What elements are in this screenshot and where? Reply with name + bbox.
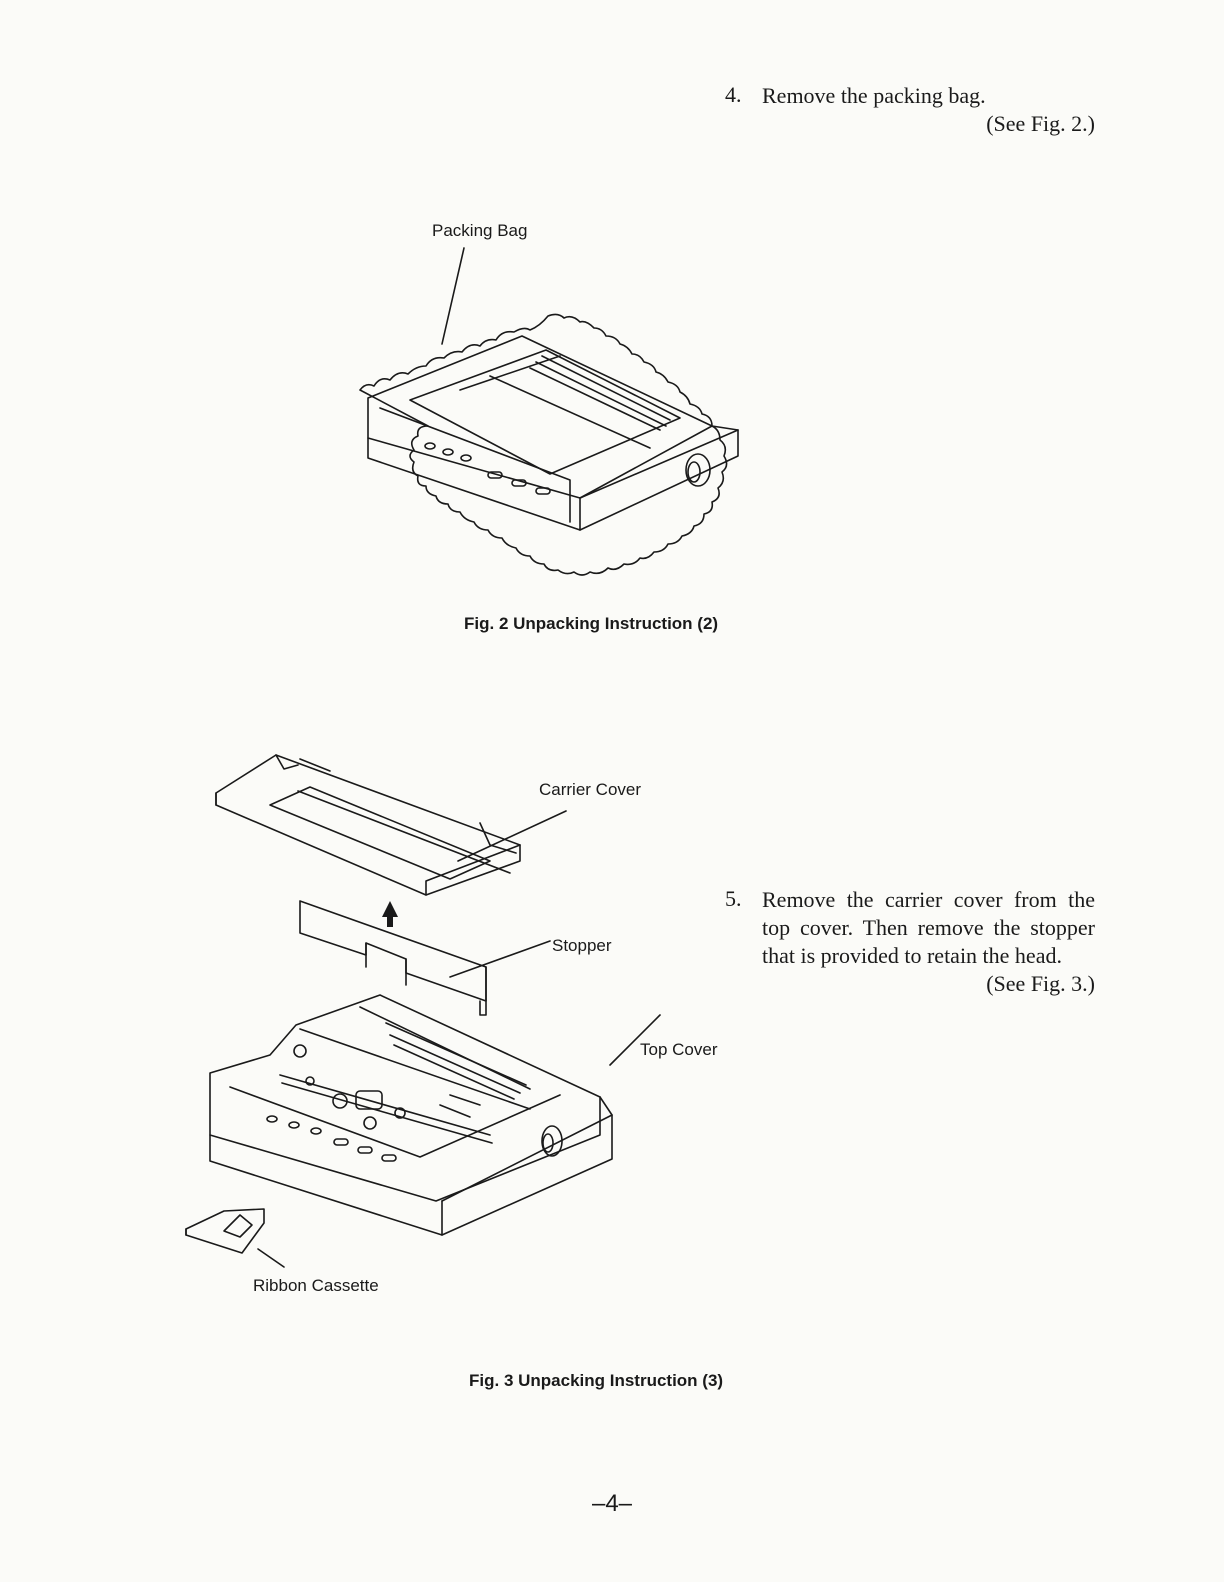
step-4-text: Remove the packing bag. xyxy=(762,83,986,108)
figure-3-printer-disassembly xyxy=(180,745,740,1305)
figure-2-printer-in-packing-bag xyxy=(340,240,770,580)
label-ribbon-cassette: Ribbon Cassette xyxy=(253,1276,379,1296)
step-5-number: 5. xyxy=(725,886,742,912)
label-stopper: Stopper xyxy=(552,936,612,956)
step-5-reference: (See Fig. 3.) xyxy=(762,970,1095,998)
label-packing-bag: Packing Bag xyxy=(432,221,527,241)
figure-3-caption: Fig. 3 Unpacking Instruction (3) xyxy=(469,1371,723,1391)
label-top-cover: Top Cover xyxy=(640,1040,717,1060)
step-4-number: 4. xyxy=(725,82,742,108)
figure-2-caption: Fig. 2 Unpacking Instruction (2) xyxy=(464,614,718,634)
printer-packing-bag-illustration xyxy=(340,240,770,580)
page-number: –4– xyxy=(0,1490,1224,1518)
step-4-reference: (See Fig. 2.) xyxy=(762,110,1095,138)
printer-disassembly-illustration xyxy=(180,745,740,1305)
label-carrier-cover: Carrier Cover xyxy=(539,780,641,800)
step-5-text: Remove the carrier cover from the top co… xyxy=(762,886,1095,970)
